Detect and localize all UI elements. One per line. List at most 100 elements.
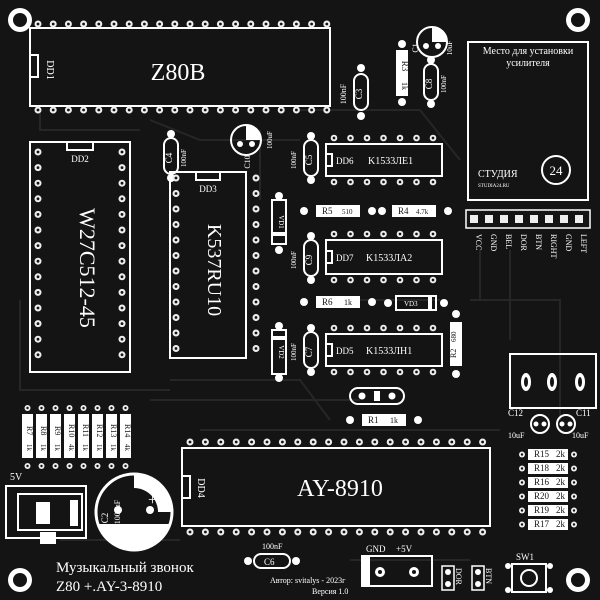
amp-label-line2: усилителя	[506, 58, 550, 69]
resistor-pad-hole	[40, 464, 43, 468]
resistor-r17-ref: R17	[534, 519, 550, 529]
dd3-pin-hole	[174, 316, 178, 319]
resistor-pad-hole	[520, 481, 524, 484]
resistor-r12-ref: R12	[95, 424, 104, 437]
gnd-5v-connector: GND +5V	[361, 544, 433, 587]
dd2-pin-hole	[36, 228, 40, 232]
resistor-pad-hole	[124, 464, 127, 468]
dd1-pin-hole	[310, 108, 313, 112]
cap-c10-value: 100uF	[266, 131, 274, 149]
chip-dd7-ref: DD7	[336, 253, 354, 263]
chip-dd5: DD5 K1533ЛН1	[325, 333, 443, 367]
dd4-pin-hole	[373, 530, 377, 534]
cap-c1-value: 10uF	[446, 41, 454, 56]
cap-c5-value: 100nF	[290, 151, 298, 169]
dd4-pin-hole	[358, 530, 361, 534]
board-title: Музыкальный звонок Z80 +.AY-3-8910	[56, 560, 194, 595]
dd1-pin-hole	[112, 22, 116, 26]
resistor-pad-hole	[520, 523, 524, 526]
dd1-pin-hole	[295, 22, 298, 26]
header-label-4: DOR	[519, 234, 528, 252]
dd4-pin-hole	[450, 530, 454, 534]
dd4-pin-hole	[481, 440, 484, 444]
dd4-pin-hole	[311, 440, 315, 444]
chip-dd2-ref: DD2	[71, 154, 89, 164]
chip-dd3-ref: DD3	[199, 184, 217, 194]
dd7pads-pin-hole	[365, 232, 369, 236]
dd3-pin-hole	[174, 347, 178, 350]
resistor-r10-ref: R10	[67, 424, 76, 437]
chip-dd4-pins	[186, 438, 487, 536]
dd1-pin-hole	[325, 108, 329, 112]
resistor-r16-ref: R16	[534, 477, 550, 487]
dd4-pin-hole	[404, 440, 407, 444]
dd2-pin-hole	[120, 275, 124, 279]
resistor-body	[106, 414, 117, 458]
resistor-r17-value: 2k	[556, 519, 566, 529]
dd5pads-pin-hole	[415, 326, 418, 330]
header-label-3: BEL	[504, 234, 513, 249]
amp-logo-text: СТУДИЯ	[478, 169, 518, 180]
dd1-pin-hole	[264, 22, 268, 26]
resistor-r5-ref: R5	[322, 206, 333, 216]
dd1-pin-hole	[249, 22, 253, 26]
dd1-pin-hole	[310, 22, 313, 26]
dor-connector: DOR	[441, 565, 463, 591]
chip-dd5-name: K1533ЛН1	[366, 346, 412, 357]
resistor-r2: R2 680	[449, 310, 462, 378]
plus5v-label: +5V	[396, 544, 413, 554]
header-label-2: GND	[489, 234, 498, 252]
cap-c8-value: 100nF	[440, 75, 448, 93]
dd3-pin-hole	[254, 331, 258, 335]
header-labels: VCC GND BEL DOR BTN RIGHT GND LEFT	[474, 234, 588, 259]
resistor-body	[92, 414, 103, 458]
dd4-pin-hole	[465, 530, 469, 534]
dd1-pin-hole	[36, 22, 40, 26]
dd1-pin-hole	[127, 22, 131, 26]
resistor-pad-hole	[68, 464, 71, 468]
amp-label-line1: Место для установки	[483, 46, 574, 57]
header-connector	[465, 209, 591, 229]
dd1-pin-hole	[249, 108, 253, 112]
header-pin	[545, 215, 553, 223]
dd7pads-pin-hole	[415, 278, 418, 282]
resistor-pad-hole	[572, 523, 576, 526]
dd4-pin-hole	[342, 440, 346, 444]
dd1-pin-hole	[188, 22, 192, 26]
dd3-pin-hole	[174, 238, 178, 242]
header-label-7: GND	[564, 234, 573, 252]
dd2-pin-hole	[120, 197, 124, 201]
dd5pads-pin-hole	[349, 326, 352, 330]
chip-dd2: DD2 W27C512-45	[29, 141, 131, 373]
dd1-pin-hole	[82, 108, 85, 112]
diode-vd2: VD2	[271, 322, 287, 382]
dd1-pin-hole	[51, 108, 55, 112]
dd5pads-pin-hole	[332, 370, 336, 374]
resistor-r7-value: 1k	[25, 444, 33, 452]
dd6pads-pin-hole	[382, 180, 385, 184]
cap-c3-ref: C3	[354, 88, 364, 99]
dd2-pin-hole	[120, 306, 124, 310]
chip-dd7-pins	[330, 230, 437, 284]
dd5pads-pin-hole	[349, 370, 352, 374]
dd2-pin-hole	[120, 259, 124, 263]
resistor-pad-hole	[68, 406, 71, 410]
dd4-pin-hole	[373, 440, 377, 444]
dd1-pin-hole	[143, 22, 146, 26]
resistor-r19-ref: R19	[534, 505, 550, 515]
dd7pads-pin-hole	[365, 278, 369, 282]
resistor-body	[528, 463, 568, 474]
dd7pads-pin-hole	[398, 278, 402, 282]
dd6pads-pin-hole	[332, 136, 336, 140]
dd4-pin-hole	[188, 530, 192, 534]
dd2-pin-hole	[120, 228, 124, 232]
dd1-pin-hole	[173, 108, 177, 112]
cap-c9-ref: C9	[304, 254, 314, 265]
dd3-pin-hole	[254, 192, 258, 195]
chip-dd1-ref: DD1	[44, 60, 55, 79]
crystal	[349, 387, 405, 405]
resistor-r13-ref: R13	[109, 424, 118, 437]
dd1-pin-hole	[188, 108, 192, 112]
resistor-r9-value: 1k	[53, 444, 61, 452]
dd4-pin-hole	[296, 440, 300, 444]
